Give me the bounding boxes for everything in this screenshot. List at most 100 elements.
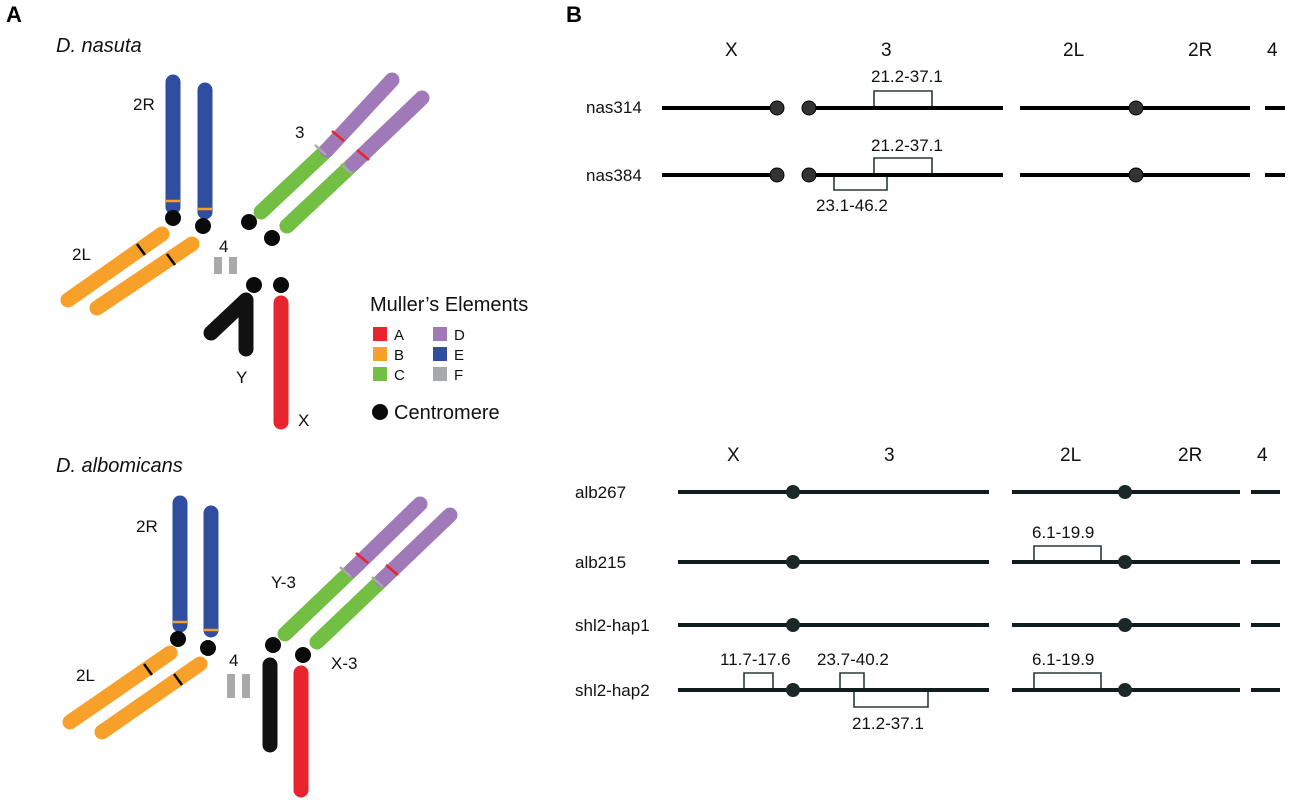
albomicans-header-3: 3 [884,445,895,466]
shl2-hap2-inversion-label-4: 6.1-19.9 [1032,650,1094,669]
albomicans-2l-chromatid-2 [94,656,208,740]
albomicans-2-centromere-2 [200,640,216,656]
legend-swatch-d [433,327,447,341]
shl2-hap2-centromere-3 [786,683,800,697]
nasuta-y-chromosome [203,292,254,357]
nasuta-y-label: Y [236,368,247,387]
albomicans-x3-d-chromatid [374,507,458,588]
nasuta-2l-chromatid-1 [60,226,170,308]
nasuta-2r-label: 2R [133,95,155,114]
albomicans-y3-c-chromatid [277,562,360,642]
nasuta-3-c-chromatid-1 [253,142,335,220]
nasuta-2-centromere-2 [195,218,211,234]
albomicans-x3-centromere [295,647,311,663]
nasuta-row-nas384: nas384 21.2-37.1 23.1-46.2 [586,136,1285,215]
albomicans-header-2r: 2R [1178,445,1202,466]
nasuta-3-d-chromatid-2 [345,90,430,172]
shl2-hap2-inversion-label-3: 21.2-37.1 [852,714,924,733]
legend-label-b: B [394,347,404,364]
nas384-inversion-bracket-2 [833,177,888,191]
nasuta-track-headers: X 3 2L 2R 4 [725,40,1278,61]
nasuta-3-label: 3 [295,123,304,142]
nasuta-2-centromere-1 [165,210,181,226]
legend-swatch-f [433,367,447,381]
panel-a-label: A [6,2,22,27]
albomicans-row-alb267: alb267 [575,483,1280,502]
legend-swatch-e [433,347,447,361]
legend-label-a: A [394,327,404,344]
row-label-alb215: alb215 [575,553,626,572]
legend-title: Muller’s Elements [370,294,528,316]
nasuta-row-nas314: nas314 21.2-37.1 [586,67,1285,117]
legend-label-c: C [394,367,405,384]
albomicans-row-shl2-hap2: shl2-hap2 11.7-17.6 23.7-40.2 21.2-37.1 … [575,650,1280,733]
nasuta-3-c-chromatid-2 [279,156,361,234]
mullers-elements-legend: Muller’s Elements A B C D E F Centromere [370,294,528,424]
albomicans-2r-label: 2R [136,517,158,536]
legend-centromere-label: Centromere [394,402,500,424]
nasuta-3-band-red-2 [356,149,370,161]
nas384-centromere-x [769,167,785,183]
species-nasuta-label: D. nasuta [56,35,142,57]
albomicans-3-band-gray-1 [339,566,352,578]
nas384-inversion-label-1: 21.2-37.1 [871,136,943,155]
species-albomicans-label: D. albomicans [56,455,183,477]
nasuta-3-band-gray-2 [340,163,353,175]
nasuta-2l-band-1 [135,243,147,256]
nasuta-y-centromere [246,277,262,293]
nas314-centromere-2 [1128,100,1144,116]
albomicans-3-band-gray-2 [371,576,384,588]
albomicans-header-2l: 2L [1060,445,1081,466]
legend-label-e: E [454,347,464,364]
nas314-centromere-x [769,100,785,116]
nasuta-header-2l: 2L [1063,40,1084,61]
nas314-inversion-bracket-1 [873,90,933,106]
nasuta-3-centromere-2 [264,230,280,246]
alb267-centromere-2 [1118,485,1132,499]
alb215-centromere-3 [786,555,800,569]
albomicans-2l-band-2 [172,673,184,686]
alb215-inversion-bracket-1 [1033,545,1102,560]
nasuta-3-centromere-1 [241,214,257,230]
nasuta-x-label: X [298,411,309,430]
albomicans-header-x: X [727,445,740,466]
albomicans-y3-centromere [265,637,281,653]
legend-swatch-b [373,347,387,361]
nasuta-3-band-red-1 [331,130,345,142]
albomicans-track-headers: X 3 2L 2R 4 [727,445,1268,466]
shl2-hap2-inversion-label-2: 23.7-40.2 [817,650,889,669]
albomicans-2l-band-1 [142,663,154,676]
legend-label-f: F [454,367,463,384]
nasuta-header-4: 4 [1267,40,1278,61]
albomicans-2l-chromatid-1 [62,645,178,730]
row-label-shl2-hap1: shl2-hap1 [575,616,650,635]
alb267-centromere-3 [786,485,800,499]
legend-label-d: D [454,327,465,344]
albomicans-4-dot-2 [242,674,250,698]
legend-centromere-icon [372,404,388,420]
legend-swatch-a [373,327,387,341]
nasuta-header-3: 3 [881,40,892,61]
albomicans-x3-c-chromatid [309,572,390,650]
nas384-centromere-3 [801,167,817,183]
albomicans-header-4: 4 [1257,445,1268,466]
row-label-nas314: nas314 [586,98,642,117]
albomicans-y3-label: Y-3 [271,573,296,592]
albomicans-x3-label: X-3 [331,654,357,673]
nasuta-x-centromere [273,277,289,293]
nasuta-4-label: 4 [219,237,228,256]
albomicans-2l-label: 2L [76,666,95,685]
albomicans-karyotype: 2R 2L Y-3 4 X-3 [62,495,458,798]
albomicans-4-label: 4 [229,651,238,670]
nasuta-2l-band-2 [165,253,177,266]
nasuta-karyotype: 2R 2L 3 4 Y X [60,72,430,430]
nas314-inversion-label-1: 21.2-37.1 [871,67,943,86]
shl2-hap2-inversion-bracket-3 [853,692,929,708]
shl2-hap1-centromere-2 [1118,618,1132,632]
nasuta-header-2r: 2R [1188,40,1212,61]
shl2-hap2-centromere-2 [1118,683,1132,697]
nasuta-3-d-chromatid-1 [319,72,400,158]
albomicans-2-centromere-1 [170,631,186,647]
shl2-hap2-inversion-bracket-1 [743,672,774,688]
albomicans-3-band-red-2 [385,564,399,576]
